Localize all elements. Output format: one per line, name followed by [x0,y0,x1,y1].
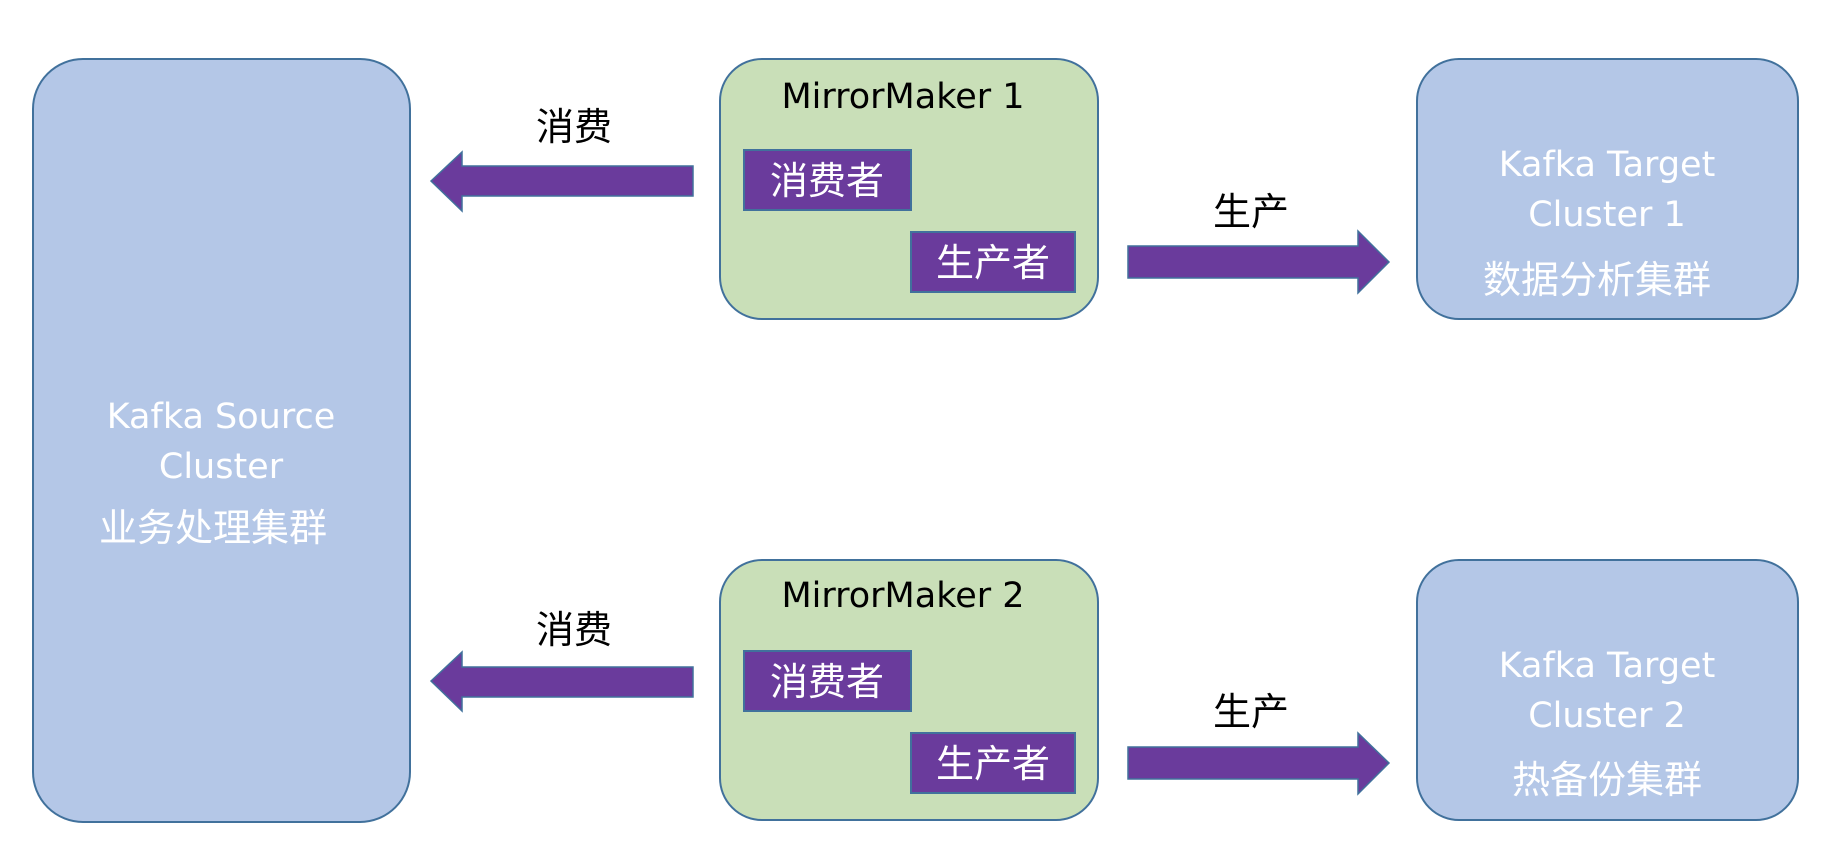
consume-arrow-1-label: 消费 [536,105,612,149]
mirrormaker-2-producer-label: 生产者 [936,742,1050,786]
mirrormaker-2-consumer-label: 消费者 [770,660,884,704]
produce-arrow-1-label: 生产 [1213,190,1289,234]
consume-arrow-1: 消费 [429,105,694,213]
mirrormaker-1: MirrorMaker 1 消费者 生产者 [719,58,1099,320]
mirrormaker-1-consumer-label: 消费者 [770,159,884,203]
target-cluster-2-box [1416,559,1799,821]
target-cluster-2-description: 热备份集群 [1512,758,1702,802]
mirrormaker-1-producer-label: 生产者 [936,241,1050,285]
source-cluster: Kafka Source Cluster 业务处理集群 [32,58,411,823]
right-arrow-icon [1127,731,1391,796]
source-cluster-description: 业务处理集群 [99,506,327,550]
target-cluster-2: Kafka Target Cluster 2 热备份集群 [1416,559,1799,821]
produce-arrow-2: 生产 [1127,690,1391,796]
right-arrow-icon [1127,229,1391,295]
mirrormaker-1-producer-box [910,231,1076,293]
left-arrow-icon [429,150,694,213]
target-cluster-2-title-line1: Kafka Target [1499,646,1716,686]
target-cluster-2-title-line2: Cluster 2 [1528,696,1686,736]
consume-arrow-2: 消费 [429,608,694,713]
target-cluster-1-title-line2: Cluster 1 [1528,195,1686,235]
mirrormaker-1-consumer-box [743,149,912,211]
consume-arrow-2-label: 消费 [536,608,612,652]
mirrormaker-2-title: MirrorMaker 2 [781,576,1024,616]
target-cluster-1-box [1416,58,1799,320]
mirrormaker-2-consumer-box [743,650,912,712]
target-cluster-1: Kafka Target Cluster 1 数据分析集群 [1416,58,1799,320]
target-cluster-1-description: 数据分析集群 [1483,258,1711,302]
mirrormaker-1-title: MirrorMaker 1 [781,77,1024,117]
produce-arrow-1: 生产 [1127,190,1391,295]
mirrormaker-2: MirrorMaker 2 消费者 生产者 [719,559,1099,821]
source-cluster-title-line2: Cluster [159,447,284,487]
target-cluster-1-title-line1: Kafka Target [1499,145,1716,185]
produce-arrow-2-label: 生产 [1213,690,1289,734]
mirrormaker-2-producer-box [910,732,1076,794]
left-arrow-icon [429,650,694,713]
source-cluster-box [32,58,411,823]
source-cluster-title-line1: Kafka Source [107,397,336,437]
